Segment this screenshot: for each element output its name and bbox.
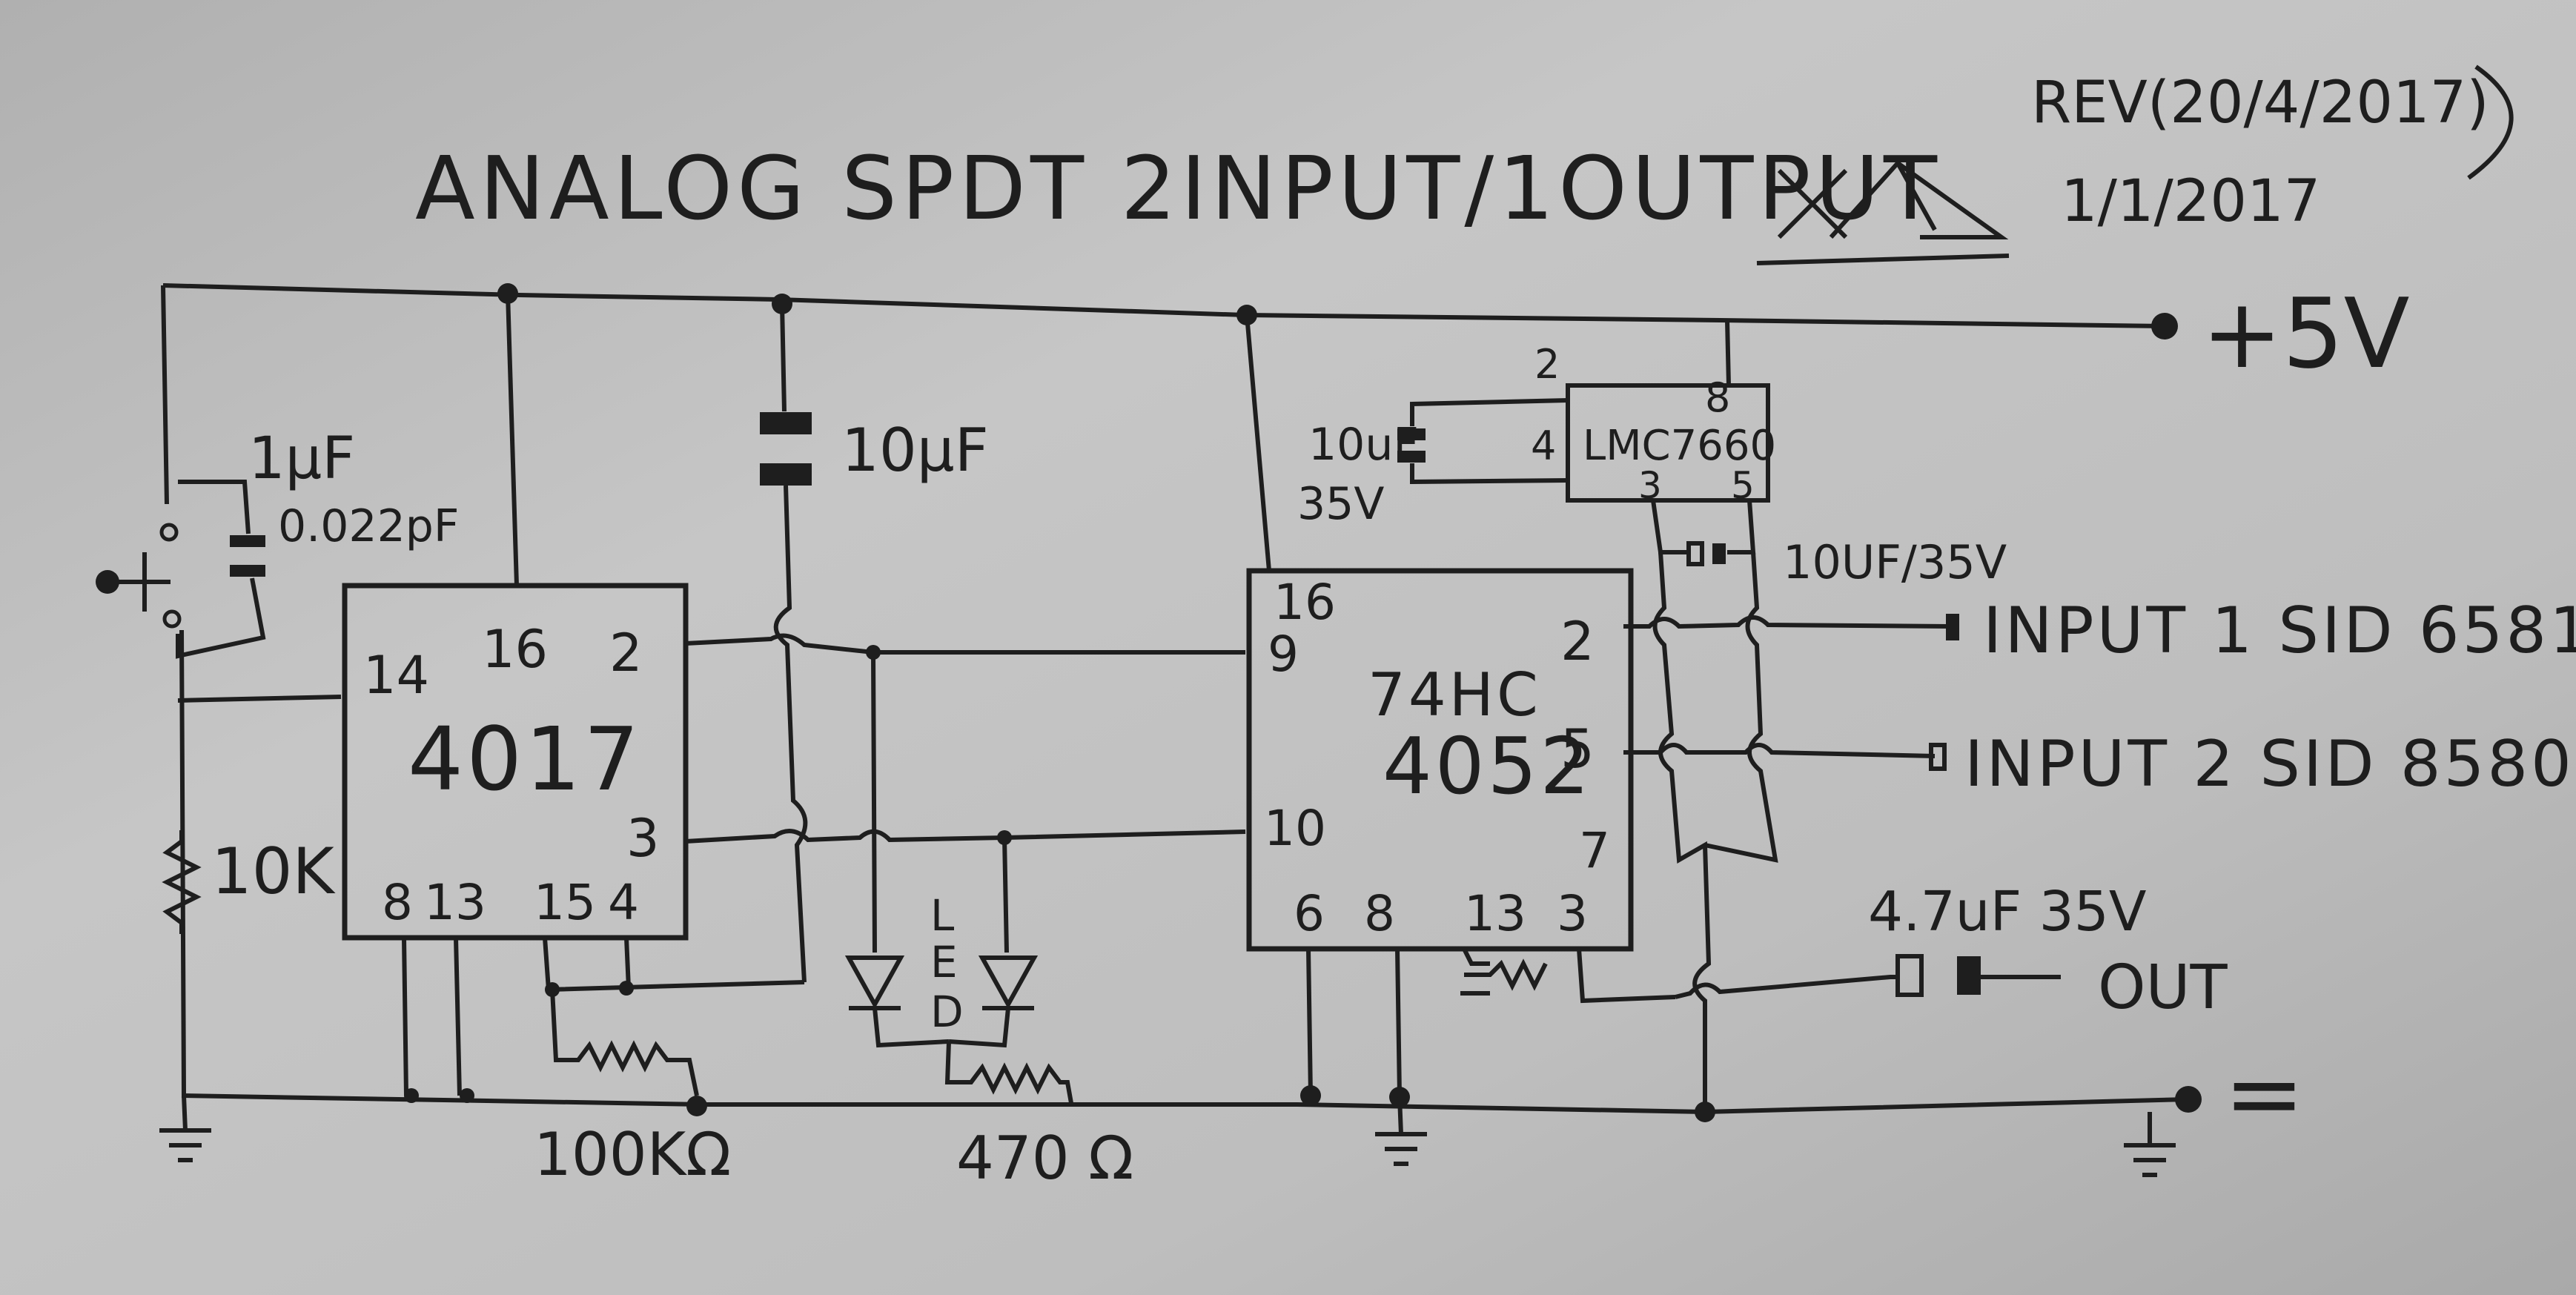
- ic-4017-pin-wires: [402, 937, 805, 1096]
- ic-4017: [342, 293, 689, 941]
- ic-4052-pin-8: 8: [1364, 885, 1395, 942]
- resistor-100k: [550, 989, 699, 1096]
- wire-q2-to-pin9: [685, 633, 1245, 655]
- ic-4052-pin-2: 2: [1560, 610, 1595, 672]
- ic-4017-pin-13: 13: [424, 874, 486, 931]
- ic-lmc7660-pin-5: 5: [1731, 464, 1755, 507]
- ic-4017-pin-15: 15: [534, 874, 596, 931]
- cap-10uf-top-label: 10µF: [841, 416, 989, 485]
- ic-4052-pin-16: 16: [1274, 574, 1336, 631]
- revision-label: REV(20/4/2017): [2031, 70, 2489, 136]
- res-100k-label: 100KΩ: [534, 1120, 731, 1189]
- cap-1uf-label: 1µF: [248, 425, 355, 492]
- reset-wire: [177, 695, 342, 703]
- led-pair: [844, 652, 1039, 1048]
- input2-label: INPUT 2 SID 8580: [1964, 727, 2575, 801]
- output-wire: [1675, 975, 1898, 999]
- input2-terminal[interactable]: [1929, 743, 1947, 771]
- resistor-10k: [162, 830, 202, 934]
- cap-out-label: 4.7uF 35V: [1868, 880, 2147, 944]
- ic-4017-pin-3: 3: [626, 808, 660, 869]
- capacitor-1uf: [176, 480, 266, 659]
- author-signature: XAA: [1756, 159, 2010, 265]
- diagram-title: ANALOG SPDT 2INPUT/1OUTPUT: [415, 137, 1941, 239]
- res-470-label: 470 Ω: [956, 1124, 1133, 1193]
- ic-4052-pin-10: 10: [1264, 800, 1326, 857]
- ground-symbol-right: [2124, 1112, 2176, 1177]
- ic-4052-line1: 74HC: [1368, 660, 1541, 729]
- ic-4052-pin-13: 13: [1464, 885, 1526, 942]
- led-label-d: D: [930, 987, 964, 1037]
- ic-4052-bottom-wires: [1306, 948, 1676, 1096]
- cap-10uf-left-label: 10uF: [1308, 419, 1419, 471]
- wire-q3-to-pin10: [685, 829, 1246, 844]
- res-10k-label: 10K: [211, 835, 336, 909]
- input1-wire: [1623, 615, 1950, 629]
- ic-4017-pin-2: 2: [609, 623, 643, 683]
- input1-label: INPUT 1 SID 6581: [1983, 594, 2576, 668]
- ic-4052-pin-5: 5: [1560, 718, 1595, 780]
- cap-10uf-right-label: 10UF/35V: [1783, 535, 2007, 589]
- led-label-e: E: [930, 937, 958, 987]
- ic-lmc7660: [1566, 319, 1770, 503]
- ic-lmc7660-pin-3: 3: [1638, 464, 1662, 507]
- ic-4052: [1245, 314, 1634, 952]
- ic-4017-part: 4017: [408, 708, 642, 810]
- capacitor-10uf-left: [1397, 398, 1569, 485]
- ic-lmc7660-pin-4: 4: [1531, 423, 1556, 469]
- ic-4017-pin-4: 4: [608, 874, 639, 931]
- ic-lmc7660-part: LMC7660: [1583, 422, 1776, 470]
- ic-lmc7660-pin-8: 8: [1705, 374, 1730, 421]
- revision-bracket: [2467, 64, 2514, 180]
- push-button[interactable]: [96, 523, 182, 629]
- input1-terminal[interactable]: [1946, 614, 1959, 640]
- cap-scribble-label: 0.022pF: [278, 500, 459, 552]
- capacitor-10uf-top: [760, 303, 812, 983]
- ic-lmc7660-pin-2: 2: [1534, 341, 1560, 388]
- ic-4052-pin-9: 9: [1268, 626, 1299, 683]
- positive-supply-label: +5V: [2202, 277, 2410, 390]
- positive-rail: [162, 283, 2165, 328]
- ground-scribble: [1460, 947, 1548, 996]
- ground-symbol-left: [159, 1095, 211, 1162]
- ic-4017-pin-8: 8: [382, 874, 413, 931]
- ic-4017-pin-14: 14: [363, 645, 429, 706]
- ic-4052-pin-3: 3: [1557, 885, 1588, 942]
- ic-4052-pin-6: 6: [1294, 885, 1325, 942]
- ground-symbol-middle: [1375, 1096, 1427, 1166]
- ic-4052-pin-7: 7: [1579, 822, 1610, 879]
- ic-4017-pin-16: 16: [482, 619, 548, 680]
- input2-wire: [1623, 743, 1936, 758]
- resistor-470: [944, 1041, 1073, 1104]
- output-label[interactable]: OUT: [2098, 953, 2228, 1023]
- cap-10uf-left-voltage: 35V: [1297, 478, 1384, 530]
- date-label: 1/1/2017: [2061, 168, 2320, 235]
- led-label-l: L: [930, 890, 954, 941]
- capacitor-4-7uf: [1895, 954, 2061, 997]
- negative-supply-wire: [1652, 552, 1712, 1112]
- ic-4052-line2: 4052: [1383, 721, 1592, 812]
- negative-supply-label: =: [2224, 1037, 2305, 1150]
- ground-rail: [181, 1093, 2189, 1115]
